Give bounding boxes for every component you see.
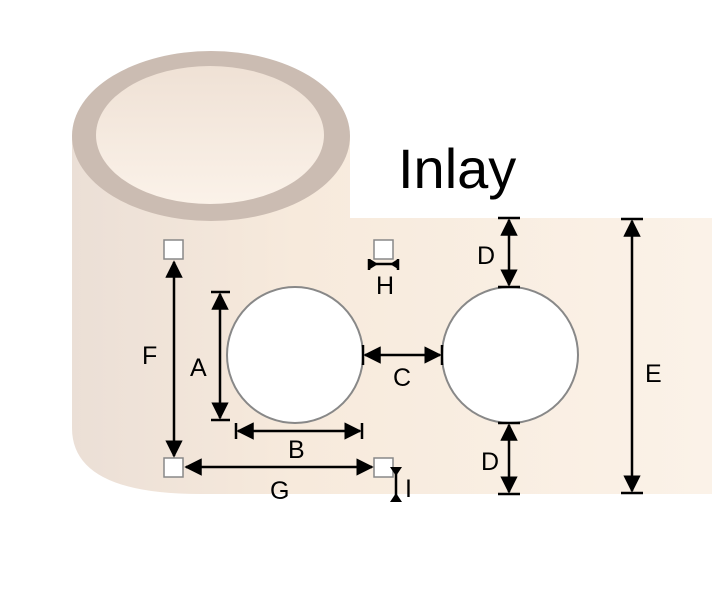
label-B: B	[288, 436, 305, 464]
label-I: I	[405, 475, 412, 503]
inlay-hole-left	[226, 286, 364, 424]
inlay-hole-right	[441, 286, 579, 424]
label-F: F	[142, 342, 157, 370]
label-D-top: D	[477, 242, 495, 270]
label-E: E	[645, 360, 662, 388]
label-C: C	[393, 364, 411, 392]
ref-square-bottom-left	[163, 457, 184, 478]
ref-square-bottom-mid	[373, 457, 394, 478]
title: Inlay	[398, 137, 516, 200]
label-H: H	[376, 272, 394, 300]
label-G: G	[270, 477, 289, 505]
ref-square-top-mid	[373, 239, 394, 260]
roll-core	[96, 66, 324, 204]
ref-square-top-left	[163, 239, 184, 260]
label-A: A	[190, 354, 207, 382]
label-D-bottom: D	[481, 448, 499, 476]
